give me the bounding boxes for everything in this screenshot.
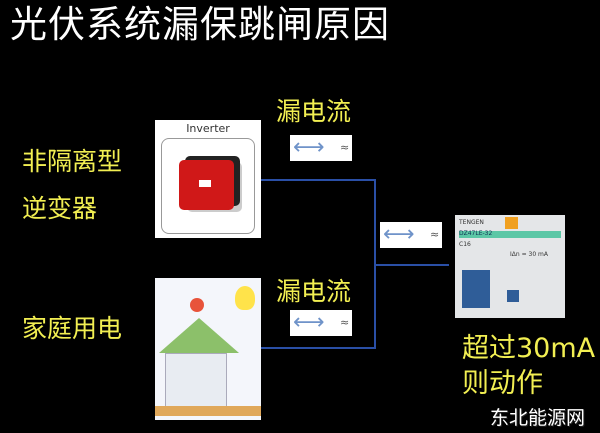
breaker-rating: C16 <box>459 241 471 248</box>
inverter-caption: Inverter <box>186 122 230 135</box>
home-label: 家庭用电 <box>22 314 123 343</box>
inverter-image: Inverter <box>155 120 261 238</box>
wire-inverter <box>261 179 376 181</box>
double-arrow-icon: ⟷ <box>383 222 415 247</box>
breaker-lever <box>462 270 490 308</box>
trip-action-text: 则动作 <box>462 368 543 399</box>
lightbulb-icon <box>235 286 255 310</box>
inverter-label-line1: 非隔离型 <box>22 147 123 176</box>
ac-symbol: ≈ <box>340 316 350 329</box>
leak-arrow-box-bottom: ⟷ ≈ <box>290 310 352 336</box>
inverter-label-line2: 逆变器 <box>22 194 98 223</box>
inverter-frame <box>161 138 255 234</box>
sun-icon <box>190 298 204 312</box>
leak-current-label-bottom: 漏电流 <box>276 277 352 306</box>
rcd-breaker-image: TENGEN DZ47LE-32 C16 IΔn = 30 mA <box>455 215 565 318</box>
breaker-model: DZ47LE-32 <box>459 231 561 238</box>
double-arrow-icon: ⟷ <box>293 310 325 335</box>
wire-breaker <box>374 264 449 266</box>
house-icon <box>165 353 227 410</box>
inverter-device-icon <box>179 160 234 210</box>
wire-home <box>261 347 376 349</box>
test-button <box>505 217 518 229</box>
threshold-text: 超过30mA <box>462 333 596 364</box>
double-arrow-icon: ⟷ <box>293 135 325 160</box>
watermark: 东北能源网 <box>490 407 586 429</box>
leak-arrow-box-top: ⟷ ≈ <box>290 135 352 161</box>
inverter-display <box>199 180 211 187</box>
leak-current-label-top: 漏电流 <box>276 97 352 126</box>
leak-arrow-box-middle: ⟷ ≈ <box>380 222 442 248</box>
ground <box>155 406 261 416</box>
ac-symbol: ≈ <box>430 228 440 241</box>
ac-symbol: ≈ <box>340 141 350 154</box>
breaker-indicator <box>507 290 519 302</box>
breaker-brand: TENGEN <box>459 219 484 226</box>
page-title: 光伏系统漏保跳闸原因 <box>10 3 390 46</box>
house-roof <box>159 318 239 353</box>
breaker-spec: IΔn = 30 mA <box>510 251 549 258</box>
home-image <box>155 278 261 420</box>
